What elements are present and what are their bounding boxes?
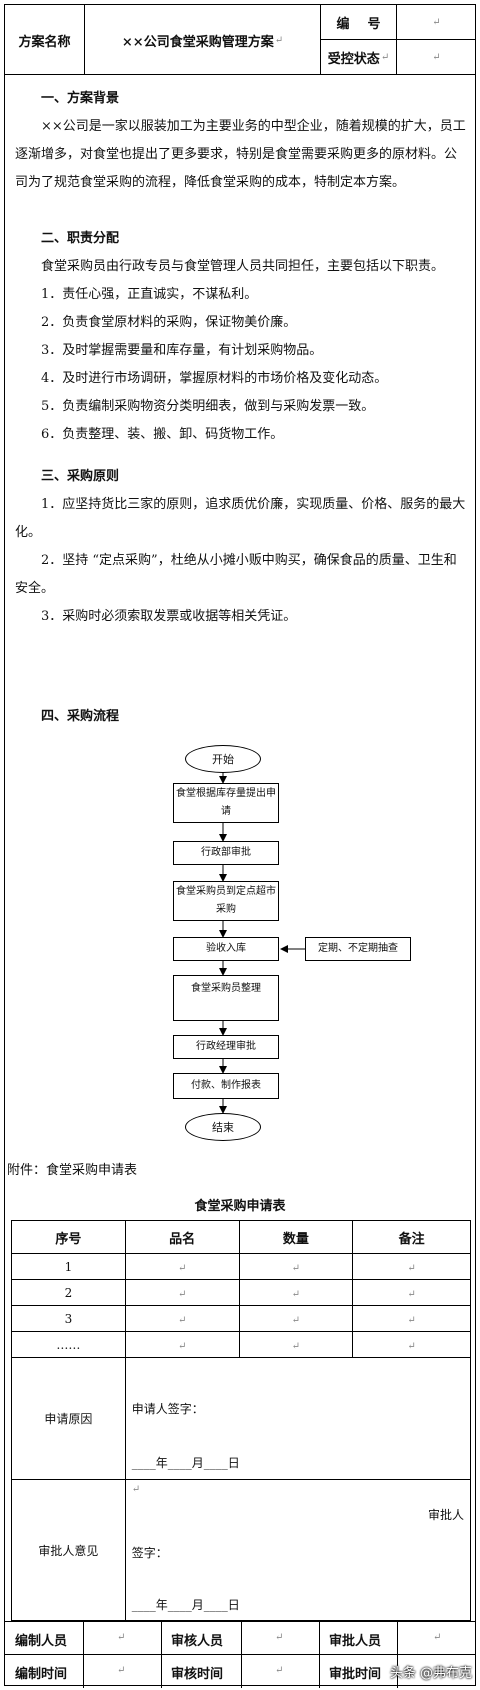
- document-header-table: 方案名称 ××公司食堂采购管理方案↵ 编 号 受控状态↵ ↵ ↵: [5, 5, 475, 75]
- compiler-label: 编制人员: [15, 1634, 68, 1649]
- item-name-cell[interactable]: ↵: [124, 1253, 240, 1280]
- quantity-cell[interactable]: ↵: [238, 1331, 354, 1358]
- approver-opinion-field[interactable]: ↵ 审批人 签字： ____年____月____日: [124, 1479, 472, 1621]
- section-process: 四、采购流程: [15, 703, 467, 731]
- item-name-cell[interactable]: ↵: [124, 1331, 240, 1358]
- approve-time-label: 审批时间: [329, 1667, 382, 1682]
- purchase-request-table: 序号 品名 数量 备注 1 ↵ ↵ ↵ 2 ↵ ↵ ↵ 3 ↵ ↵ ↵ …… ↵…: [11, 1220, 472, 1621]
- column-header: 数量: [238, 1220, 354, 1254]
- column-header: 序号: [11, 1220, 126, 1254]
- signoff-table: 编制人员 审核人员 审批人员 编制时间 审核时间 审批时间 ↵ ↵ ↵ ↵ ↵: [5, 1621, 475, 1688]
- approver-label: 审批人: [427, 1508, 464, 1522]
- table-row: 1 ↵ ↵ ↵: [11, 1253, 471, 1280]
- table-row: 3 ↵ ↵ ↵: [11, 1305, 471, 1332]
- list-item: 1．责任心强，正直诚实，不谋私利。: [41, 287, 258, 302]
- section-paragraph: ××公司是一家以服装加工为主要业务的中型企业，随着规模的扩大，员工逐渐增多，对食…: [15, 119, 466, 190]
- section-background: 一、方案背景 ××公司是一家以服装加工为主要业务的中型企业，随着规模的扩大，员工…: [15, 85, 467, 197]
- approver-sign-label: 签字：: [131, 1546, 168, 1560]
- reviewer-label: 审核人员: [171, 1634, 224, 1649]
- row-number: 1: [11, 1253, 126, 1280]
- document-title: ××公司食堂采购管理方案↵: [85, 5, 321, 75]
- flow-step: 食堂采购员整理: [173, 975, 279, 1021]
- section-duties: 二、职责分配 食堂采购员由行政专员与食堂管理人员共同担任，主要包括以下职责。 1…: [15, 225, 467, 449]
- form-title: 食堂采购申请表: [194, 1199, 286, 1214]
- applicant-sign-label: 申请人签字：: [131, 1402, 204, 1416]
- number-value: ↵: [432, 16, 441, 28]
- row-number: 3: [11, 1305, 126, 1332]
- column-header: 备注: [352, 1220, 471, 1254]
- section-heading: 二、职责分配: [41, 231, 120, 246]
- list-item: 3．及时掌握需要量和库存量，有计划采购物品。: [41, 343, 323, 358]
- list-item: 3．采购时必须索取发票或收据等相关凭证。: [41, 609, 297, 624]
- quantity-cell[interactable]: ↵: [238, 1253, 354, 1280]
- flow-step: 行政部审批: [173, 841, 279, 865]
- section-heading: 四、采购流程: [41, 709, 120, 724]
- list-item: 5．负责编制采购物资分类明细表，做到与采购发票一致。: [41, 399, 375, 414]
- item-name-cell[interactable]: ↵: [124, 1305, 240, 1332]
- table-row: 2 ↵ ↵ ↵: [11, 1279, 471, 1306]
- flow-step: 食堂采购员到定点超市采购: [173, 881, 279, 921]
- scheme-name-label: 方案名称: [5, 5, 85, 75]
- approver-staff-label: 审批人员: [329, 1634, 382, 1649]
- list-item: 6．负责整理、装、搬、卸、码货物工作。: [41, 427, 284, 442]
- document-page: 方案名称 ××公司食堂采购管理方案↵ 编 号 受控状态↵ ↵ ↵ 一、方案背景 …: [4, 4, 476, 1688]
- control-status-label: 受控状态↵: [321, 39, 397, 75]
- flow-step: 食堂根据库存量提出申请: [173, 783, 279, 823]
- section-principles: 三、采购原则 1．应坚持货比三家的原则，追求质优价廉，实现质量、价格、服务的最大…: [15, 463, 467, 631]
- flow-step: 验收入库: [173, 937, 279, 961]
- remark-cell[interactable]: ↵: [352, 1253, 471, 1280]
- list-item: 2．坚持 “定点采购”，杜绝从小摊小贩中购买，确保食品的质量、卫生和安全。: [15, 553, 457, 596]
- section-paragraph: 食堂采购员由行政专员与食堂管理人员共同担任，主要包括以下职责。: [41, 259, 445, 274]
- list-item: 1．应坚持货比三家的原则，追求质优价廉，实现质量、价格、服务的最大化。: [15, 497, 466, 540]
- flow-step: 行政经理审批: [173, 1035, 279, 1059]
- list-item: 4．及时进行市场调研，掌握原材料的市场价格及变化动态。: [41, 371, 388, 386]
- applicant-date-line: ____年____月____日: [131, 1456, 240, 1470]
- remark-cell[interactable]: ↵: [352, 1305, 471, 1332]
- flowchart-connectors: [219, 771, 305, 1114]
- section-heading: 一、方案背景: [41, 91, 120, 106]
- flow-step: 付款、制作报表: [173, 1073, 279, 1099]
- item-name-cell[interactable]: ↵: [124, 1279, 240, 1306]
- table-row: …… ↵ ↵ ↵: [11, 1331, 471, 1358]
- approver-date-line: ____年____月____日: [131, 1598, 240, 1612]
- control-status-value: ↵: [432, 51, 441, 63]
- compile-time-label: 编制时间: [15, 1667, 68, 1682]
- flow-end: 结束: [185, 1113, 261, 1141]
- watermark: 头条 @弗布克: [389, 1666, 472, 1681]
- flow-side-note: 定期、不定期抽查: [305, 937, 411, 961]
- remark-cell[interactable]: ↵: [352, 1279, 471, 1306]
- reason-label: 申请原因: [11, 1357, 126, 1480]
- list-item: 2．负责食堂原材料的采购，保证物美价廉。: [41, 315, 297, 330]
- reason-field[interactable]: 申请人签字： ____年____月____日: [124, 1357, 472, 1480]
- approver-opinion-label: 审批人意见: [11, 1479, 126, 1621]
- column-header: 品名: [124, 1220, 240, 1254]
- row-number: ……: [11, 1331, 126, 1358]
- flow-start: 开始: [185, 745, 261, 773]
- attachment-note: 附件：食堂采购申请表: [7, 1163, 138, 1178]
- row-number: 2: [11, 1279, 126, 1306]
- quantity-cell[interactable]: ↵: [238, 1279, 354, 1306]
- review-time-label: 审核时间: [171, 1667, 224, 1682]
- purchase-flowchart: 开始 食堂根据库存量提出申请 行政部审批 食堂采购员到定点超市采购 验收入库 定…: [5, 741, 475, 1153]
- number-label: 编 号: [321, 5, 397, 39]
- remark-cell[interactable]: ↵: [352, 1331, 471, 1358]
- quantity-cell[interactable]: ↵: [238, 1305, 354, 1332]
- section-heading: 三、采购原则: [41, 469, 120, 484]
